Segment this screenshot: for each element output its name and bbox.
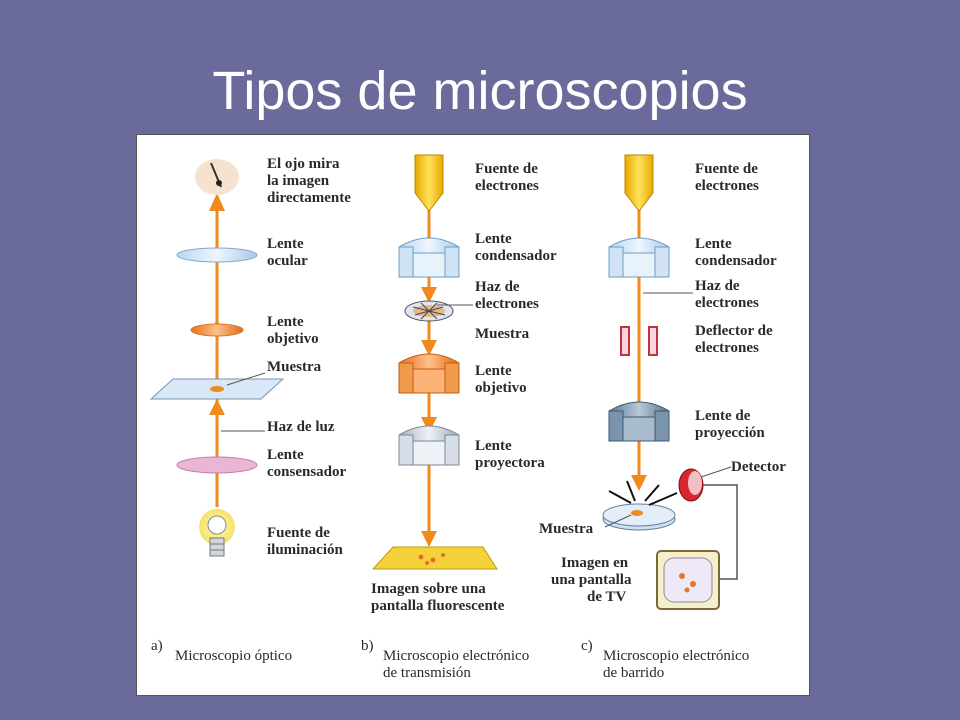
sem-sample-label: Muestra [539, 521, 594, 537]
sem-beam-label-1: Haz de [695, 278, 740, 294]
sem-detector-icon [678, 468, 704, 502]
tem-sample-grid [404, 300, 454, 322]
optical-objective-label-1: Lente [267, 314, 304, 330]
tem-caption-letter: b) [361, 638, 374, 654]
ocular-lens [176, 247, 258, 263]
optical-source-label-2: iluminación [267, 542, 344, 558]
beam-arrow-top [209, 193, 225, 211]
sem-detector-label: Detector [731, 459, 786, 475]
sample-leader [226, 372, 266, 386]
sem-electron-source [624, 154, 654, 212]
optical-caption-letter: a) [151, 638, 163, 654]
sem-tv-label-1: Imagen en [561, 555, 629, 571]
sem-caption-letter: c) [581, 638, 593, 654]
slide-title: Tipos de microscopios [212, 61, 748, 121]
tem-arrow-2 [421, 340, 437, 356]
optical-ocular-label-1: Lente [267, 236, 304, 252]
tem-projector-label-1: Lente [475, 438, 512, 454]
optical-beam-label: Haz de luz [267, 419, 335, 435]
optical-condenser-label-1: Lente [267, 447, 304, 463]
optical-sample-label: Muestra [267, 359, 322, 375]
tem-objective-lens [398, 353, 460, 394]
tem-screen-label-1: Imagen sobre una [371, 581, 486, 597]
microscope-diagram: El ojo mira la imagen directamente Lente… [149, 154, 786, 681]
optical-eye-label-1: El ojo mira [267, 156, 340, 172]
sem-source-label-1: Fuente de [695, 161, 758, 177]
tem-condenser-label-2: condensador [475, 248, 557, 264]
tem-objective-label-1: Lente [475, 363, 512, 379]
sem-arrow-bottom [631, 475, 647, 491]
tem-caption-2: de transmisión [383, 665, 471, 681]
sem-source-label-2: electrones [695, 178, 759, 194]
tem-condenser-lens [398, 237, 460, 278]
tem-arrow-1 [421, 287, 437, 303]
sem-deflector-left [620, 326, 630, 356]
tem-fluorescent-screen [371, 546, 498, 570]
tem-objective-label-2: objetivo [475, 380, 527, 396]
light-bulb-icon [199, 509, 235, 557]
sem-beam-label-2: electrones [695, 295, 759, 311]
tem-microscope: Fuente de electrones Lente condensador H… [361, 154, 557, 681]
tem-arrow-4 [421, 531, 437, 547]
optical-ocular-label-2: ocular [267, 253, 308, 269]
sem-projection-lens [608, 401, 670, 442]
sem-projection-label-2: proyección [695, 425, 765, 441]
tem-source-label-2: electrones [475, 178, 539, 194]
sem-condenser-label-1: Lente [695, 236, 732, 252]
sem-detector-cable [703, 484, 738, 580]
sem-tv-label-2: una pantalla [551, 572, 632, 588]
sem-projection-label-1: Lente de [695, 408, 751, 424]
sem-condenser-lens [608, 237, 670, 278]
tem-projector-label-2: proyectora [475, 455, 545, 471]
sem-caption-2: de barrido [603, 665, 664, 681]
tem-arrow-3 [421, 417, 437, 433]
condenser-lens [176, 456, 258, 474]
optical-source-label-1: Fuente de [267, 525, 330, 541]
beam-arrow-3 [209, 399, 225, 415]
tem-source-label-1: Fuente de [475, 161, 538, 177]
sem-detector-leader [700, 466, 732, 478]
sample-spot [210, 386, 224, 392]
sem-deflector-label-2: electrones [695, 340, 759, 356]
optical-caption: Microscopio óptico [175, 648, 292, 664]
optical-condenser-label-2: consensador [267, 464, 347, 480]
sem-condenser-label-2: condensador [695, 253, 777, 269]
tem-projector-lens [398, 425, 460, 466]
tem-electron-source [414, 154, 444, 212]
diagram-panel: El ojo mira la imagen directamente Lente… [136, 134, 810, 696]
optical-microscope: El ojo mira la imagen directamente Lente… [149, 156, 351, 664]
eye-icon [195, 159, 239, 195]
sem-tv-label-3: de TV [587, 589, 626, 605]
optical-objective-label-2: objetivo [267, 331, 319, 347]
sem-deflector-right [648, 326, 658, 356]
optical-eye-label-3: directamente [267, 190, 351, 206]
sem-tv-screen [656, 550, 720, 610]
sem-scattered-electrons [608, 480, 678, 506]
sem-caption-1: Microscopio electrónico [603, 648, 749, 664]
sem-sample-leader [604, 514, 632, 528]
tem-condenser-label-1: Lente [475, 231, 512, 247]
tem-caption-1: Microscopio electrónico [383, 648, 529, 664]
sem-sample-stage [602, 503, 676, 531]
tem-beam-label-2: electrones [475, 296, 539, 312]
tem-sample-label: Muestra [475, 326, 530, 342]
optical-eye-label-2: la imagen [267, 173, 330, 189]
sem-deflector-label-1: Deflector de [695, 323, 773, 339]
tem-screen-label-2: pantalla fluorescente [371, 598, 505, 614]
objective-lens [190, 323, 244, 337]
tem-beam-label-1: Haz de [475, 279, 520, 295]
sem-microscope: Fuente de electrones Lente condensador H… [539, 154, 786, 681]
